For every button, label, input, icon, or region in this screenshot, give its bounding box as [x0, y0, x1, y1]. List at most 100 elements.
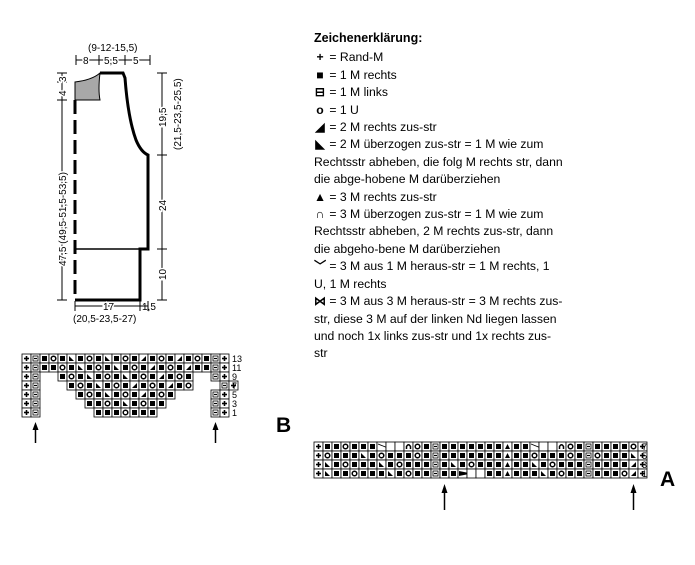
chart-cell	[520, 441, 531, 452]
legend-title: Zeichenerklärung:	[314, 31, 423, 45]
chart-cell	[219, 389, 230, 400]
legend-item: + = Rand-M	[314, 49, 564, 66]
chart-cell	[156, 380, 167, 391]
chart-cell	[592, 441, 603, 452]
chart-b-row-number: 13	[232, 354, 242, 364]
chart-cell	[111, 371, 122, 382]
chart-cell	[84, 398, 95, 409]
chart-cell	[219, 398, 230, 409]
legend-item: ■ = 1 M rechts	[314, 67, 564, 84]
chart-cell	[111, 389, 122, 400]
chart-cell	[592, 459, 603, 470]
chart-cell	[367, 441, 378, 452]
chart-a-row-number: 3	[642, 460, 647, 470]
chart-cell	[39, 362, 50, 373]
chart-cell	[192, 362, 203, 373]
up-triangle-icon: ▲	[314, 189, 327, 204]
chart-a-label: A	[660, 468, 676, 491]
chart-cell	[331, 441, 342, 452]
chart-cell	[421, 459, 432, 470]
chart-cell	[210, 389, 221, 400]
chart-cell	[129, 380, 140, 391]
chart-cell	[493, 441, 504, 452]
chart-cell	[349, 450, 360, 461]
chart-cell	[147, 371, 158, 382]
chart-cell	[30, 353, 41, 364]
chart-cell	[448, 450, 459, 461]
chart-cell	[520, 459, 531, 470]
chart-cell	[502, 450, 513, 461]
legend-item: o = 1 U	[314, 102, 564, 119]
chart-a-start-arrow	[441, 484, 448, 510]
chart-cell	[475, 459, 486, 470]
chart-cell	[430, 441, 441, 452]
chart-cell	[156, 353, 167, 364]
chart-cell	[48, 362, 59, 373]
chart-cell	[457, 459, 468, 470]
chart-cell	[565, 441, 576, 452]
chart-cell	[412, 450, 423, 461]
total-length-label: 47,5 (49,5-51,5-53,5)	[58, 172, 69, 266]
chart-cell	[183, 353, 194, 364]
chart-cell	[66, 362, 77, 373]
chart-cell	[340, 450, 351, 461]
chart-a-row-number: 1	[642, 469, 647, 479]
chart-cell	[21, 389, 32, 400]
chart-cell	[610, 450, 621, 461]
minus-square-icon: ⊟	[314, 85, 326, 100]
chart-cell	[439, 459, 450, 470]
chart-cell	[129, 362, 140, 373]
top-mid-label: 5,5	[104, 56, 118, 67]
top-width-label: (9-12-15,5)	[88, 43, 137, 54]
legend: Zeichenerklärung: + = Rand-M■ = 1 M rech…	[314, 30, 564, 363]
chart-cell	[502, 468, 513, 479]
chart-cell	[367, 450, 378, 461]
chart-cell	[502, 459, 513, 470]
chart-cell	[30, 371, 41, 382]
chart-cell	[574, 450, 585, 461]
chart-cell	[412, 459, 423, 470]
chart-cell	[48, 353, 59, 364]
chart-cell	[421, 450, 432, 461]
chart-cell	[466, 450, 477, 461]
chart-cell	[610, 459, 621, 470]
chart-cell	[174, 362, 185, 373]
chart-cell	[619, 468, 630, 479]
chart-cell	[484, 441, 495, 452]
chart-b-row-number: 9	[232, 372, 237, 382]
chart-cell	[228, 380, 239, 391]
chart-cell	[475, 468, 486, 479]
chart-cell	[111, 398, 122, 409]
chart-cell	[394, 468, 405, 479]
chart-cell	[201, 362, 212, 373]
chart-cell	[439, 468, 450, 479]
neck-depth-label: 3	[58, 76, 69, 82]
chart-cell	[183, 362, 194, 373]
chart-b-row-number: 1	[232, 408, 237, 418]
chart-cell	[21, 398, 32, 409]
chart-cell	[156, 371, 167, 382]
chart-cell	[520, 450, 531, 461]
chart-cell	[129, 353, 140, 364]
chart-cell	[439, 441, 450, 452]
chart-cell	[165, 353, 176, 364]
chart-cell	[565, 468, 576, 479]
chart-cell	[394, 450, 405, 461]
chart-cell	[385, 468, 396, 479]
chart-cell	[484, 450, 495, 461]
chart-cell	[75, 353, 86, 364]
chart-cell	[30, 398, 41, 409]
chart-cell	[610, 468, 621, 479]
chart-cell	[628, 468, 639, 479]
chart-cell	[493, 450, 504, 461]
chart-cell	[448, 459, 459, 470]
garment-schematic: (9-12-15,5) 8 5,5 5 3 4 47,5 (49,5-51,5-…	[57, 43, 185, 325]
chart-cell	[493, 459, 504, 470]
chart-cell	[66, 353, 77, 364]
chart-cell	[129, 407, 140, 418]
chart-cell	[210, 353, 221, 364]
chart-cell	[628, 450, 639, 461]
legend-item-text: = 3 M aus 3 M heraus-str = 3 M rechts zu…	[314, 294, 563, 361]
chart-cell	[619, 441, 630, 452]
chart-cell	[430, 450, 441, 461]
